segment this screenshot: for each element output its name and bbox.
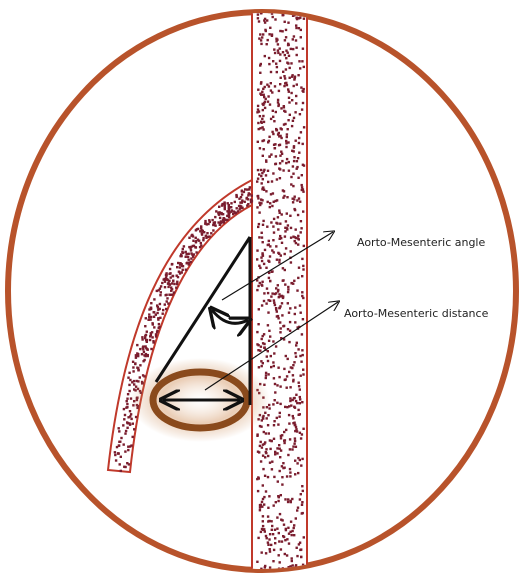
angle-label: Aorto-Mesenteric angle	[357, 236, 485, 249]
distance-label: Aorto-Mesenteric distance	[344, 307, 488, 320]
angle-double-arrow	[212, 310, 248, 323]
aorta	[252, 0, 307, 573]
